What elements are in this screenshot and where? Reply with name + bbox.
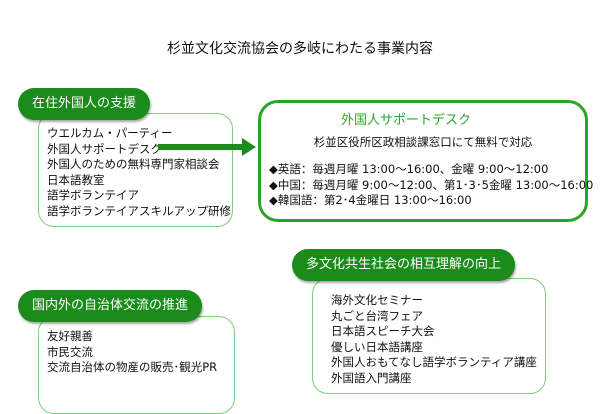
list-item: 日本語スピーチ大会 (331, 324, 435, 338)
list-item: 市民交流 (47, 344, 93, 359)
desk-title: 外国人サポートデスク (341, 113, 472, 128)
desk-line: ◆英語：毎週月曜 13:00～16:00、金曜 9:00～12:00 (269, 162, 549, 176)
list-item: 丸ごと台湾フェア (331, 308, 423, 323)
list-item: 外国語入門講座 (331, 370, 412, 385)
list-item: 交流自治体の物産の販売･観光PR (47, 360, 218, 374)
support-desk-box: 外国人サポートデスク 杉並区役所区政相談課窓口にて無料で対応 ◆英語：毎週月曜 … (258, 100, 594, 222)
list-item: 日本語教室 (47, 172, 105, 187)
exchange-heading: 国内外の自治体交流の推進 (18, 290, 203, 322)
list-item: 外国人のための無料専門家相談会 (47, 157, 220, 171)
exchange-box: 友好親善 市民交流 交流自治体の物産の販売･観光PR (38, 316, 235, 414)
list-item: 語学ボランテイア (47, 188, 139, 202)
list-item: 友好親善 (47, 329, 93, 343)
mutual-box: 海外文化セミナー 丸ごと台湾フェア 日本語スピーチ大会 優しい日本語講座 外国人… (312, 278, 546, 394)
desk-subtitle: 杉並区役所区政相談課窓口にて無料で対応 (313, 135, 533, 149)
mutual-heading: 多文化共生社会の相互理解の向上 (292, 249, 516, 281)
desk-line: ◆中国：毎週月曜 9:00～12:00、第1･3･5金曜 13:00～16:00 (269, 177, 594, 192)
page-title: 杉並文化交流協会の多岐にわたる事業内容 (167, 41, 433, 57)
support-box: ウエルカム・パーティー 外国人サポートデスク 外国人のための無料専門家相談会 日… (38, 113, 233, 227)
arrow-right-icon (158, 138, 256, 156)
list-item: 外国人おもてなし語学ボランティア講座 (331, 355, 537, 369)
list-item: 語学ボランテイアスキルアップ研修 (47, 203, 231, 218)
list-item: 優しい日本語講座 (331, 339, 423, 354)
list-item: ウエルカム・パーティー (47, 126, 173, 140)
list-item: 外国人サポートデスク (47, 141, 162, 156)
support-heading: 在住外国人の支援 (18, 88, 151, 120)
desk-line: ◆韓国語：第2･4金曜日 13:00～16:00 (269, 193, 472, 207)
list-item: 海外文化セミナー (331, 293, 423, 307)
